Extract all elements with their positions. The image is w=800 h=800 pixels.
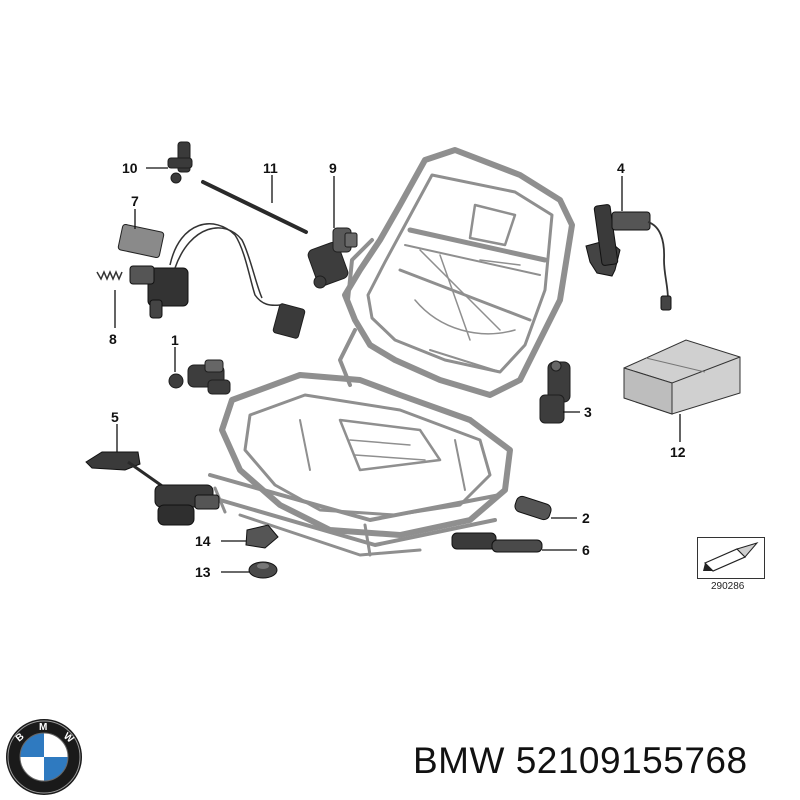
part-13-cap: [248, 561, 278, 579]
callout-8: 8: [109, 331, 117, 347]
callout-12: 12: [670, 444, 686, 460]
part-7-module: [117, 223, 281, 319]
callout-13: 13: [195, 564, 211, 580]
callout-2: 2: [582, 510, 590, 526]
callout-labels: 10 11 9 7 8 1 5 14 13 4 3 12 2 6: [109, 160, 686, 580]
part-number-caption: BMW 52109155768: [413, 740, 748, 781]
part-12-box: [623, 339, 741, 415]
callout-10: 10: [122, 160, 138, 176]
callout-6: 6: [582, 542, 590, 558]
callout-1: 1: [171, 332, 179, 348]
svg-text:M: M: [39, 722, 47, 733]
part-6-shaft: [451, 532, 543, 553]
callout-14: 14: [195, 533, 211, 549]
part-14-cover: [245, 524, 279, 549]
part-1-motor: [168, 359, 231, 395]
seat-frame: [208, 147, 575, 557]
part-2-handle: [514, 495, 552, 521]
callout-9: 9: [329, 160, 337, 176]
callout-3: 3: [584, 404, 592, 420]
callout-11: 11: [263, 160, 278, 176]
reference-number: 290286: [711, 581, 745, 592]
part-3-motor: [539, 360, 571, 424]
part-5-assembly: [85, 451, 220, 526]
part-9-motor: [307, 227, 358, 289]
part-10-connector: [167, 141, 193, 184]
part-8-spring: [96, 270, 123, 281]
callout-5: 5: [111, 409, 119, 425]
callout-4: 4: [617, 160, 625, 176]
reference-arrow-icon: [697, 537, 765, 579]
part-4-bracket: [585, 204, 672, 311]
leader-lines: [114, 167, 681, 573]
part-7-connector-end: [272, 303, 306, 339]
part-11-rod: [201, 180, 308, 234]
bmw-logo-icon: B M W: [6, 719, 82, 795]
callout-7: 7: [131, 193, 139, 209]
